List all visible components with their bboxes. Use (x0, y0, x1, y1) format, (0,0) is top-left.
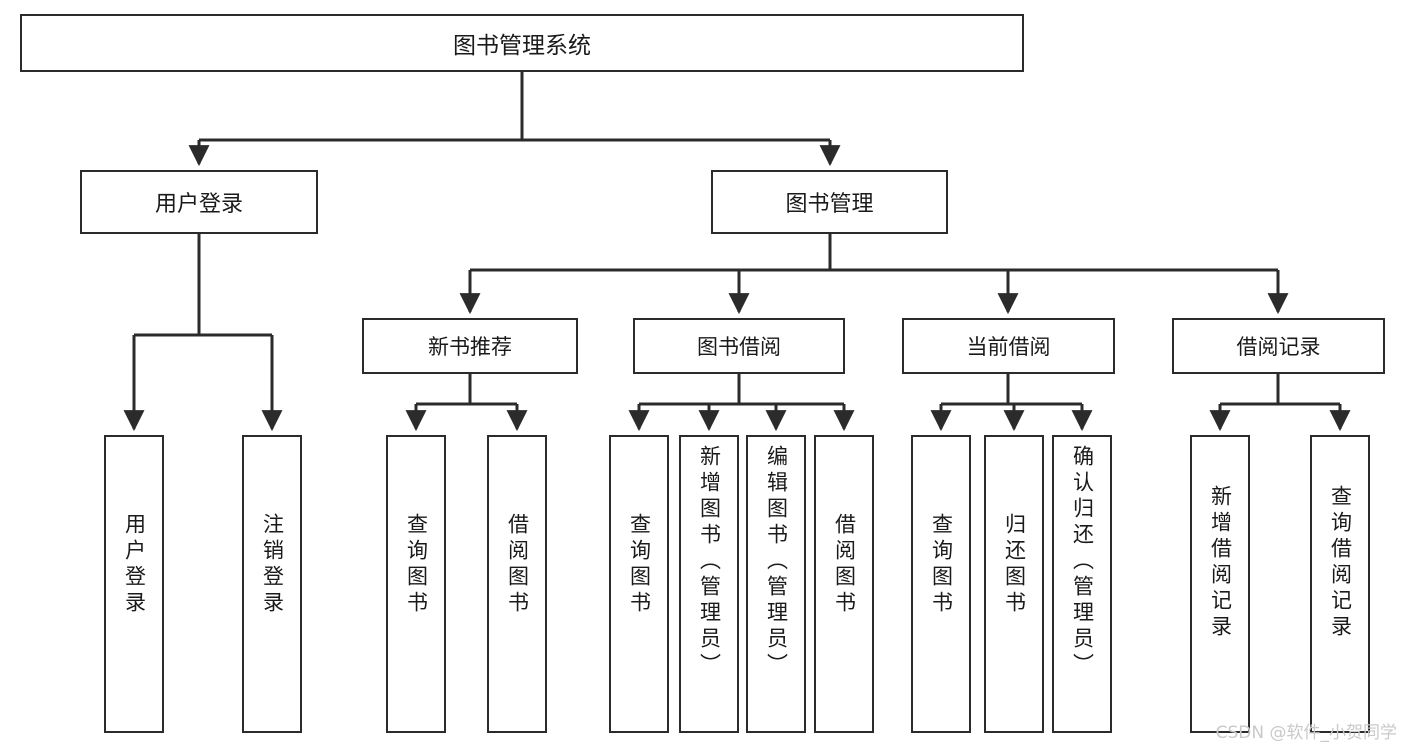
leaf-add-book-admin[interactable]: 新增图书（管理员） (679, 435, 739, 733)
leaf-add-borrow-record-label: 新增借阅记录 (1208, 485, 1233, 641)
leaf-add-book-admin-label: 新增图书（管理员） (697, 445, 722, 679)
node-borrow-records[interactable]: 借阅记录 (1172, 318, 1385, 374)
leaf-edit-book-admin[interactable]: 编辑图书（管理员） (746, 435, 806, 733)
node-book-management[interactable]: 图书管理 (711, 170, 948, 234)
leaf-borrow-book-newbook[interactable]: 借阅图书 (487, 435, 547, 733)
leaf-query-borrow-record-label: 查询借阅记录 (1328, 485, 1353, 641)
leaf-lend-book-label: 借阅图书 (832, 513, 857, 617)
leaf-query-book-borrow[interactable]: 查询图书 (609, 435, 669, 733)
leaf-return-book-label: 归还图书 (1002, 513, 1027, 617)
node-current-borrow[interactable]: 当前借阅 (902, 318, 1115, 374)
leaf-edit-book-admin-label: 编辑图书（管理员） (764, 445, 789, 679)
leaf-logout[interactable]: 注销登录 (242, 435, 302, 733)
node-user-login-label: 用户登录 (154, 192, 243, 217)
node-current-borrow-label: 当前借阅 (966, 335, 1051, 359)
leaf-query-book-newbook[interactable]: 查询图书 (386, 435, 446, 733)
node-book-management-label: 图书管理 (785, 192, 874, 217)
leaf-query-borrow-record[interactable]: 查询借阅记录 (1310, 435, 1370, 733)
watermark-text: CSDN @软件_小贺同学 (1215, 723, 1397, 743)
leaf-user-login-label: 用户登录 (122, 513, 147, 617)
leaf-confirm-return-admin[interactable]: 确认归还（管理员） (1052, 435, 1112, 733)
leaf-user-login[interactable]: 用户登录 (104, 435, 164, 733)
leaf-query-book-current[interactable]: 查询图书 (911, 435, 971, 733)
leaf-add-borrow-record[interactable]: 新增借阅记录 (1190, 435, 1250, 733)
node-new-book-recommend-label: 新书推荐 (428, 335, 512, 359)
leaf-return-book[interactable]: 归还图书 (984, 435, 1044, 733)
leaf-logout-label: 注销登录 (260, 513, 285, 617)
node-book-borrow[interactable]: 图书借阅 (633, 318, 845, 374)
leaf-confirm-return-admin-label: 确认归还（管理员） (1070, 445, 1095, 679)
node-root-system[interactable]: 图书管理系统 (20, 14, 1024, 72)
leaf-query-book-borrow-label: 查询图书 (627, 513, 652, 617)
node-user-login[interactable]: 用户登录 (80, 170, 318, 234)
leaf-lend-book[interactable]: 借阅图书 (814, 435, 874, 733)
node-new-book-recommend[interactable]: 新书推荐 (362, 318, 578, 374)
leaf-query-book-current-label: 查询图书 (929, 513, 954, 617)
node-book-borrow-label: 图书借阅 (697, 335, 781, 359)
node-borrow-records-label: 借阅记录 (1236, 335, 1321, 359)
node-root-label: 图书管理系统 (453, 33, 591, 59)
leaf-borrow-book-newbook-label: 借阅图书 (505, 513, 530, 617)
leaf-query-book-newbook-label: 查询图书 (404, 513, 429, 617)
